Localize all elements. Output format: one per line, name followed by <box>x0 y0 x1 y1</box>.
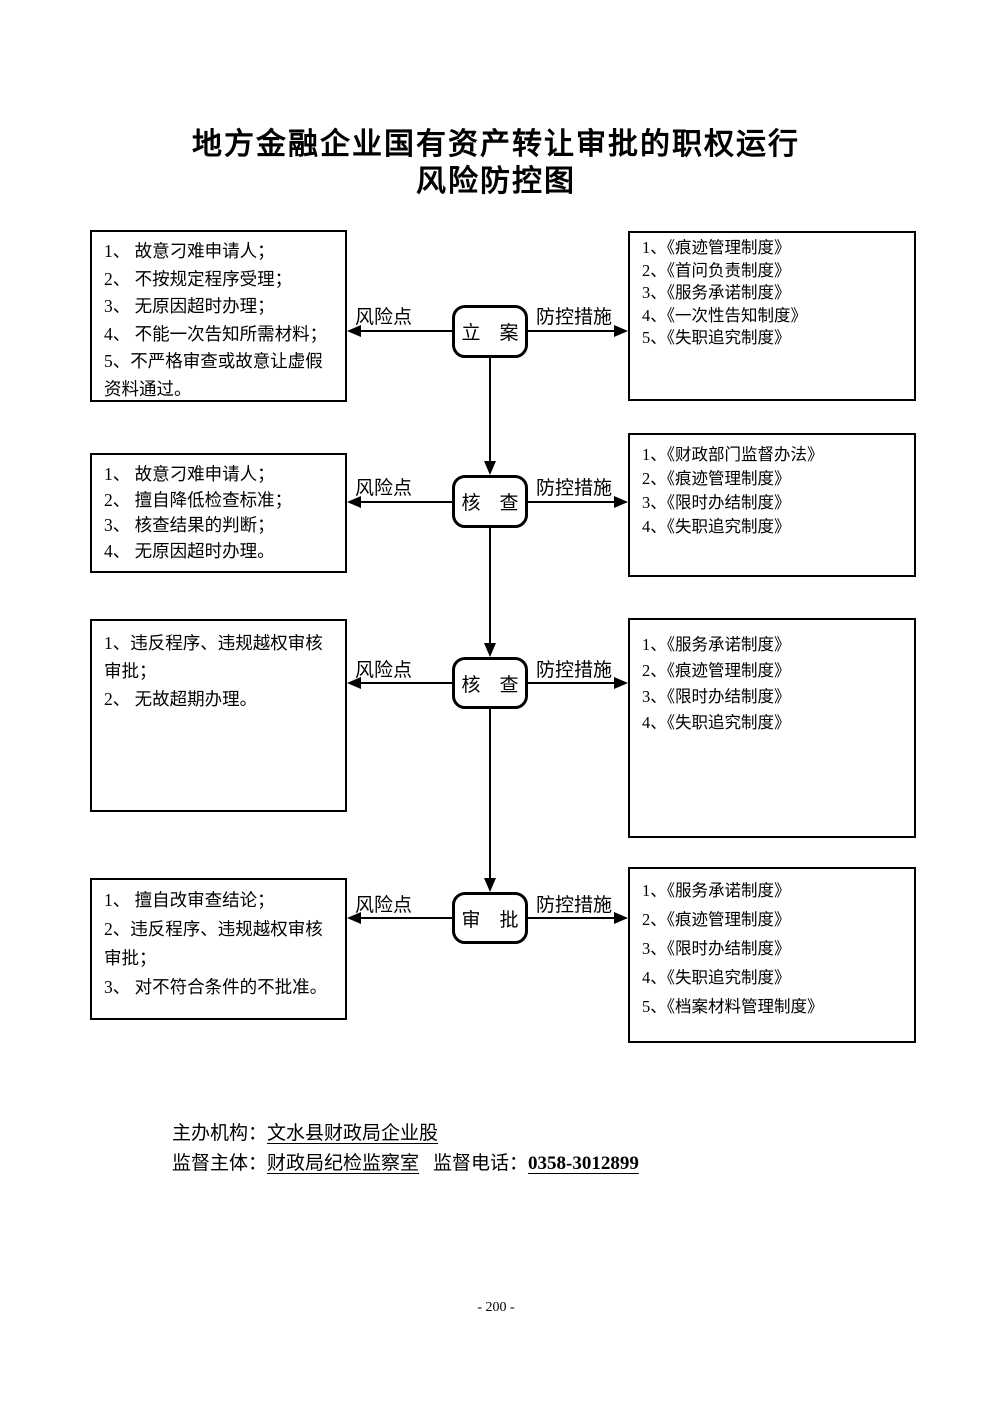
measure-arrow-line <box>528 501 614 503</box>
measure-item: 1、《财政部门监督办法》 <box>642 445 824 464</box>
measure-item: 2、《首问负责制度》 <box>642 260 791 280</box>
measure-arrow-line <box>528 682 614 684</box>
stage-box-approval: 审 批 <box>452 892 528 944</box>
stage-box-verification-1: 核 查 <box>452 475 528 528</box>
flow-connector-line <box>489 358 491 463</box>
footer-supervisor-line: 监督主体：财政局纪检监察室监督电话：0358-3012899 <box>172 1149 639 1179</box>
down-arrowhead-icon <box>484 461 496 475</box>
measure-item: 4、《失职追究制度》 <box>642 968 791 987</box>
down-arrowhead-icon <box>484 643 496 657</box>
right-arrowhead-icon <box>614 496 628 508</box>
measure-item: 5、《失职追究制度》 <box>642 328 791 347</box>
measure-arrow-line <box>528 330 614 332</box>
flow-connector-line <box>489 528 491 645</box>
control-arrow-label: 防控措施 <box>536 307 613 328</box>
left-arrowhead-icon <box>347 496 361 508</box>
stage-box-verification-2: 核 查 <box>452 657 528 709</box>
risk-item: 1、 故意刁难申请人； <box>104 241 275 261</box>
phone-label: 监督电话： <box>433 1153 529 1174</box>
risk-box-case-filing: 1、 故意刁难申请人； 2、 不按规定程序受理； 3、 无原因超时办理； 4、 … <box>90 230 347 402</box>
measure-item: 1、《服务承诺制度》 <box>642 635 791 654</box>
risk-item: 3、 核查结果的判断； <box>104 515 275 535</box>
page-title-line1: 地方金融企业国有资产转让审批的职权运行 <box>192 128 800 161</box>
control-arrow-label: 防控措施 <box>536 660 613 681</box>
page-title: 地方金融企业国有资产转让审批的职权运行 风险防控图 <box>20 126 972 200</box>
risk-item: 3、 对不符合条件的不批准。 <box>104 977 328 997</box>
right-arrowhead-icon <box>614 912 628 924</box>
risk-arrow-line <box>360 917 452 919</box>
control-arrow-label: 防控措施 <box>536 895 613 916</box>
phone-value: 0358-3012899 <box>528 1153 639 1174</box>
measure-item: 1、《服务承诺制度》 <box>642 881 791 900</box>
risk-box-approval: 1、 擅自改审查结论； 2、违反程序、违规越权审核审批； 3、 对不符合条件的不… <box>90 878 347 1020</box>
measure-box-case-filing: 1、《痕迹管理制度》 2、《首问负责制度》 3、《服务承诺制度》 4、《一次性告… <box>628 231 916 401</box>
right-arrowhead-icon <box>614 677 628 689</box>
measure-item: 2、《痕迹管理制度》 <box>642 661 791 680</box>
risk-item: 3、 无原因超时办理； <box>104 296 275 316</box>
stage-box-case-filing: 立 案 <box>452 305 528 358</box>
risk-item: 2、 不按规定程序受理； <box>104 268 293 289</box>
risk-item: 1、违反程序、违规越权审核审批； <box>104 633 323 681</box>
risk-item: 1、 故意刁难申请人； <box>104 464 275 484</box>
measure-item: 2、《痕迹管理制度》 <box>642 469 791 488</box>
risk-arrow-line <box>360 330 452 332</box>
risk-arrow-line <box>360 501 452 503</box>
risk-item: 4、 无原因超时办理。 <box>104 540 275 561</box>
risk-arrow-label: 风险点 <box>355 895 413 916</box>
footer-organizer-line: 主办机构：文水县财政局企业股 <box>172 1119 639 1149</box>
page-number: - 200 - <box>477 1300 515 1315</box>
measure-box-approval: 1、《服务承诺制度》 2、《痕迹管理制度》 3、《限时办结制度》 4、《失职追究… <box>628 867 916 1043</box>
measure-item: 3、《服务承诺制度》 <box>642 283 791 302</box>
supervisor-label: 监督主体： <box>172 1153 268 1174</box>
measure-item: 2、《痕迹管理制度》 <box>642 910 791 929</box>
organizer-label: 主办机构： <box>172 1123 268 1144</box>
measure-item: 4、《一次性告知制度》 <box>642 305 807 325</box>
measure-box-verification-2: 1、《服务承诺制度》 2、《痕迹管理制度》 3、《限时办结制度》 4、《失职追究… <box>628 618 916 838</box>
left-arrowhead-icon <box>347 912 361 924</box>
measure-box-verification-1: 1、《财政部门监督办法》 2、《痕迹管理制度》 3、《限时办结制度》 4、《失职… <box>628 433 916 577</box>
risk-item: 2、 擅自降低检查标准； <box>104 489 293 510</box>
risk-item: 1、 擅自改审查结论； <box>104 890 275 910</box>
measure-item: 3、《限时办结制度》 <box>642 493 791 512</box>
measure-item: 4、《失职追究制度》 <box>642 517 791 536</box>
measure-arrow-line <box>528 917 614 919</box>
control-arrow-label: 防控措施 <box>536 478 613 499</box>
left-arrowhead-icon <box>347 325 361 337</box>
risk-item: 4、 不能一次告知所需材料； <box>104 323 328 344</box>
risk-box-verification-2: 1、违反程序、违规越权审核审批； 2、 无故超期办理。 <box>90 619 347 812</box>
measure-item: 1、《痕迹管理制度》 <box>642 238 791 257</box>
right-arrowhead-icon <box>614 325 628 337</box>
measure-item: 3、《限时办结制度》 <box>642 687 791 706</box>
footer-info: 主办机构：文水县财政局企业股 监督主体：财政局纪检监察室监督电话：0358-30… <box>172 1119 639 1179</box>
risk-item: 5、不严格审查或故意让虚假资料通过。 <box>104 351 323 399</box>
measure-item: 4、《失职追究制度》 <box>642 713 791 732</box>
risk-arrow-line <box>360 682 452 684</box>
risk-item: 2、 无故超期办理。 <box>104 689 258 709</box>
risk-arrow-label: 风险点 <box>355 478 413 499</box>
risk-item: 2、违反程序、违规越权审核审批； <box>104 919 323 968</box>
risk-arrow-label: 风险点 <box>355 307 413 328</box>
measure-item: 3、《限时办结制度》 <box>642 939 791 958</box>
measure-item: 5、《档案材料管理制度》 <box>642 997 824 1016</box>
risk-arrow-label: 风险点 <box>355 660 413 681</box>
page-title-line2: 风险防控图 <box>416 165 576 198</box>
down-arrowhead-icon <box>484 878 496 892</box>
left-arrowhead-icon <box>347 677 361 689</box>
supervisor-value: 财政局纪检监察室 <box>267 1153 420 1174</box>
flow-connector-line <box>489 709 491 880</box>
organizer-value: 文水县财政局企业股 <box>267 1123 439 1144</box>
risk-box-verification-1: 1、 故意刁难申请人； 2、 擅自降低检查标准； 3、 核查结果的判断； 4、 … <box>90 453 347 573</box>
